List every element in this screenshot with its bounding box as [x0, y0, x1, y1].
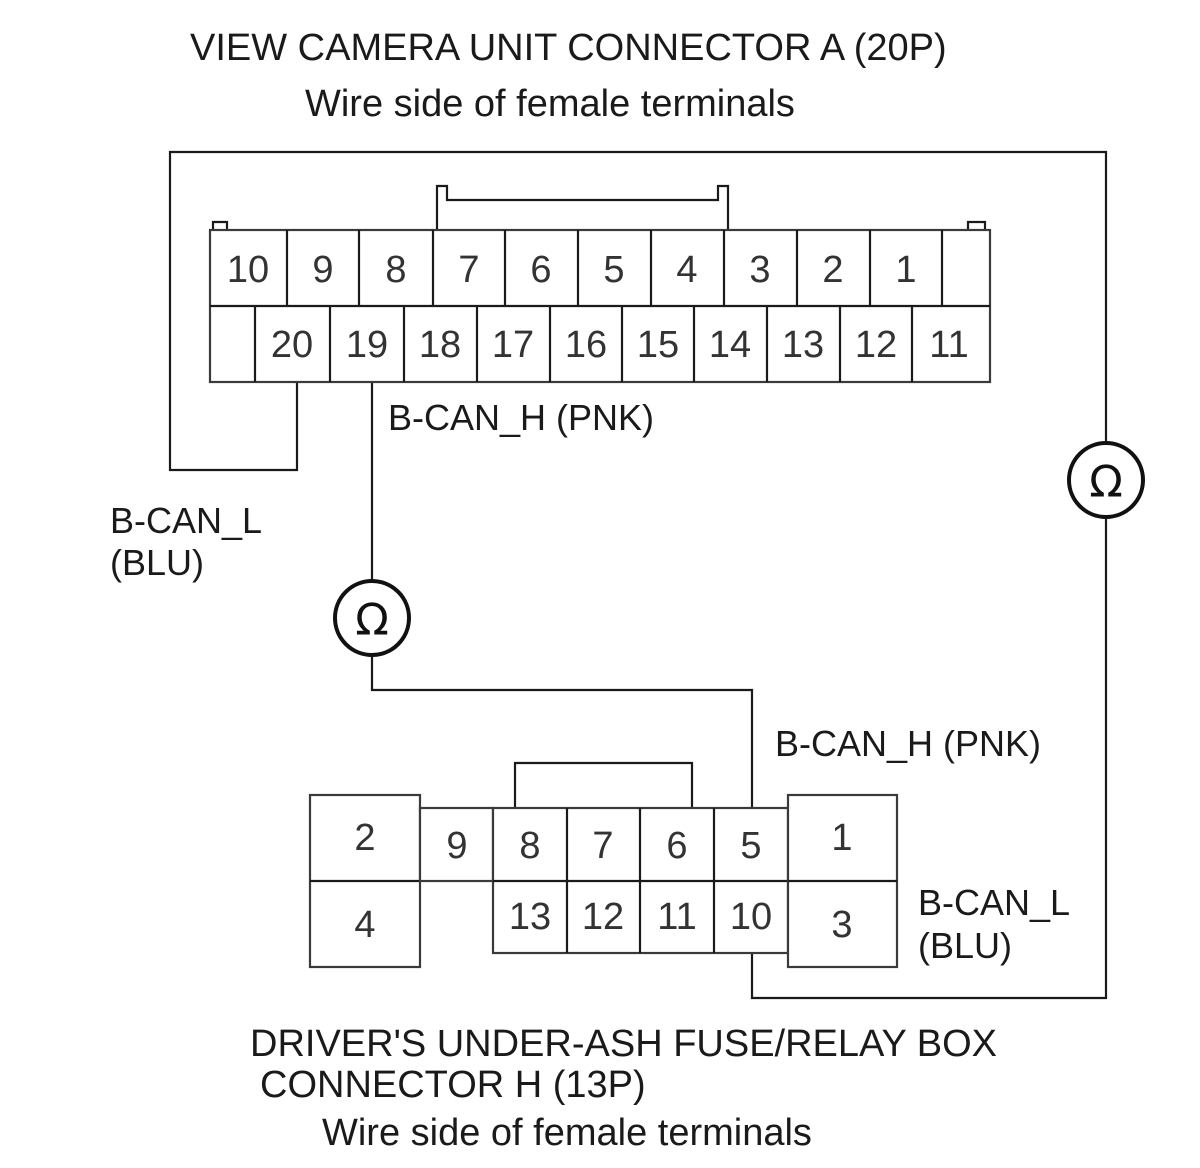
- pin-h-10: 10: [730, 896, 772, 938]
- pin-h-1: 1: [831, 817, 852, 859]
- connector-a: 10 9 8 7 6 5 4 3 2 1 20 19 18 17 16 15 1…: [208, 184, 992, 384]
- pin-h-11: 11: [657, 896, 696, 938]
- connector-h: 2 4 9 8 7 6 5 13 12 11 10 1 3: [308, 761, 899, 969]
- connector-h-subtitle: Wire side of female terminals: [322, 1112, 812, 1154]
- pin-a-8: 8: [385, 249, 406, 291]
- pin-a-2: 2: [822, 249, 843, 291]
- label-can-l-left-1: B-CAN_L: [110, 500, 262, 541]
- ohm-symbol-right: Ω: [1089, 457, 1123, 508]
- pin-h-13: 13: [509, 896, 551, 938]
- pin-h-12: 12: [582, 896, 624, 938]
- pin-h-7: 7: [592, 825, 613, 867]
- pin-h-4: 4: [354, 904, 375, 946]
- connector-a-title: VIEW CAMERA UNIT CONNECTOR A (20P): [190, 27, 947, 69]
- pin-a-13: 13: [782, 324, 824, 366]
- connector-h-title-line2: CONNECTOR H (13P): [260, 1064, 646, 1106]
- label-can-h-bottom: B-CAN_H (PNK): [775, 723, 1041, 764]
- label-can-l-left-2: (BLU): [110, 542, 204, 583]
- pin-a-6: 6: [530, 249, 551, 291]
- pin-a-11: 11: [929, 324, 968, 366]
- connector-a-top-dividers: [285, 230, 944, 306]
- pin-a-19: 19: [346, 324, 388, 366]
- connector-a-lock-tab: [435, 184, 730, 240]
- pin-a-10: 10: [227, 249, 269, 291]
- pin-h-3: 3: [831, 904, 852, 946]
- ohmmeter-right-icon: Ω: [1067, 441, 1145, 519]
- pin-a-20: 20: [271, 324, 313, 366]
- pin-a-17: 17: [492, 324, 534, 366]
- pin-h-5: 5: [740, 825, 761, 867]
- pin-a-7: 7: [458, 249, 479, 291]
- pin-h-8: 8: [519, 825, 540, 867]
- ohmmeter-left-icon: Ω: [333, 579, 411, 657]
- pin-a-3: 3: [749, 249, 770, 291]
- pin-a-5: 5: [603, 249, 624, 291]
- label-can-h-top: B-CAN_H (PNK): [388, 397, 654, 438]
- pin-h-2: 2: [354, 817, 375, 859]
- connector-h-lock-tab: [513, 761, 694, 808]
- label-can-l-right-2: (BLU): [918, 925, 1012, 966]
- connector-a-subtitle: Wire side of female terminals: [305, 83, 795, 125]
- connector-a-bottom-dividers: [253, 306, 914, 382]
- wire-can-h: [370, 380, 754, 810]
- pin-h-6: 6: [666, 825, 687, 867]
- wire-can-l: [168, 150, 1108, 1000]
- pin-a-15: 15: [637, 324, 679, 366]
- pin-a-12: 12: [855, 324, 897, 366]
- pin-a-14: 14: [709, 324, 751, 366]
- pin-a-1: 1: [895, 249, 916, 291]
- pin-a-18: 18: [419, 324, 461, 366]
- pin-h-9: 9: [446, 825, 467, 867]
- pin-a-9: 9: [312, 249, 333, 291]
- pin-a-16: 16: [565, 324, 607, 366]
- label-can-l-right-1: B-CAN_L: [918, 882, 1070, 923]
- connector-h-title-line1: DRIVER'S UNDER-ASH FUSE/RELAY BOX: [250, 1023, 997, 1065]
- connector-h-pin9-cell: [418, 806, 495, 883]
- ohm-symbol-left: Ω: [355, 595, 389, 646]
- pin-a-4: 4: [676, 249, 697, 291]
